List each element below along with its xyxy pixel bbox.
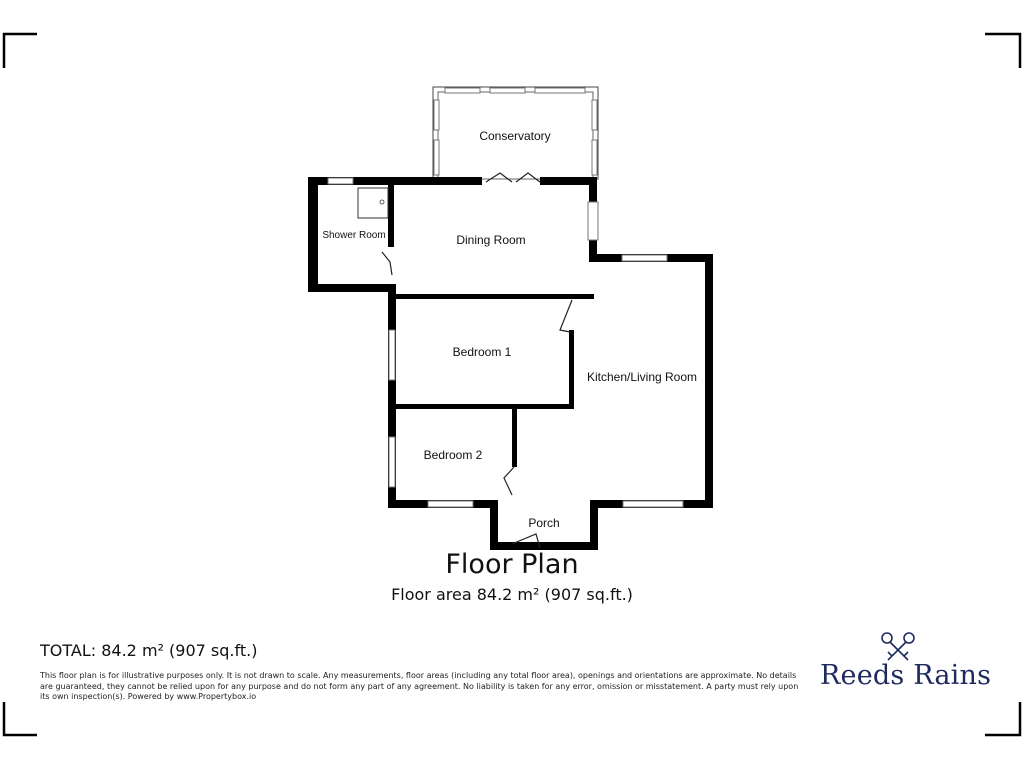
- windows: [327, 177, 684, 508]
- shower-room-label: Shower Room: [322, 230, 385, 241]
- conservatory-frame: [432, 86, 599, 180]
- dining-room-label: Dining Room: [456, 233, 525, 247]
- bedroom-1-label: Bedroom 1: [453, 345, 512, 359]
- porch-label: Porch: [528, 516, 559, 530]
- doors: [381, 172, 573, 549]
- bedroom-2-label: Bedroom 2: [424, 448, 483, 462]
- conservatory-label: Conservatory: [479, 129, 550, 143]
- shower-tray: [357, 187, 389, 219]
- room-labels: Conservatory Shower Room Dining Room Bed…: [322, 129, 697, 530]
- crossed-keys-icon: [881, 632, 915, 661]
- total-area: TOTAL: 84.2 m² (907 sq.ft.): [40, 641, 258, 660]
- plan-title: Floor Plan: [445, 549, 579, 580]
- floor-area: Floor area 84.2 m² (907 sq.ft.): [391, 585, 633, 604]
- crop-marks: [2, 32, 1022, 737]
- brand-logo-text: Reeds Rains: [820, 660, 992, 691]
- disclaimer-text: This floor plan is for illustrative purp…: [40, 671, 799, 701]
- kitchen-living-label: Kitchen/Living Room: [587, 370, 697, 384]
